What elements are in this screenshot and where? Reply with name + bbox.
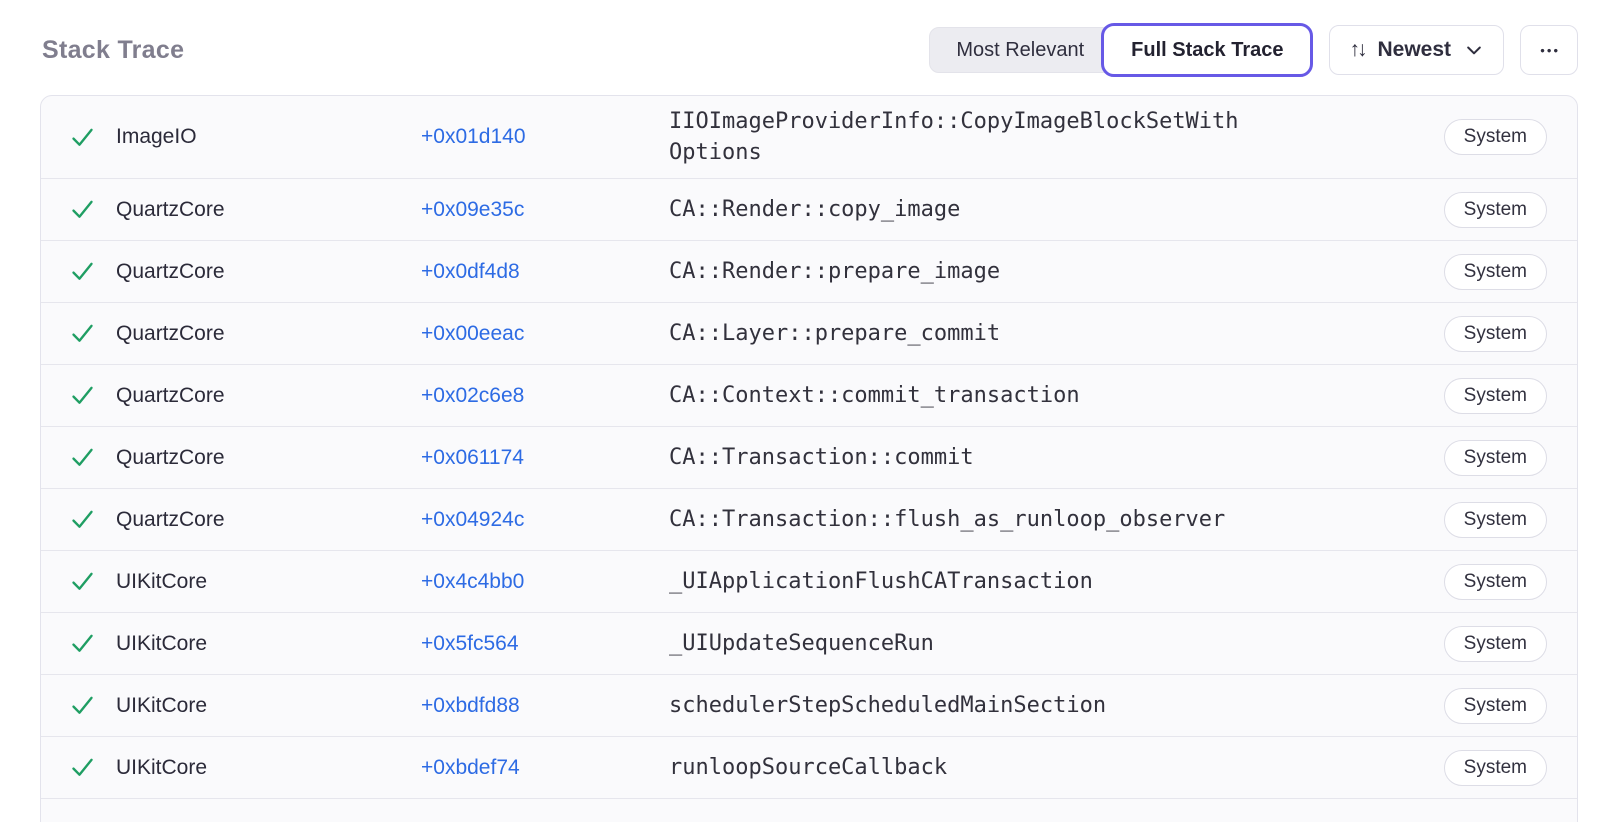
table-row: QuartzCore +0x061174 CA::Transaction::co… bbox=[41, 427, 1577, 489]
check-icon bbox=[69, 382, 116, 409]
system-badge: System bbox=[1443, 749, 1547, 786]
table-row: QuartzCore +0x02c6e8 CA::Context::commit… bbox=[41, 365, 1577, 427]
stack-trace-table: ImageIO +0x01d140 IIOImageProviderInfo::… bbox=[40, 95, 1578, 822]
table-row: ImageIO +0x01d140 IIOImageProviderInfo::… bbox=[41, 96, 1577, 179]
offset-link[interactable]: +0x02c6e8 bbox=[421, 383, 525, 407]
sort-button-label: Newest bbox=[1377, 38, 1451, 61]
library-name: UIKitCore bbox=[116, 631, 208, 655]
function-name: schedulerStepScheduledMainSection bbox=[669, 693, 1107, 718]
offset-link[interactable]: +0x0df4d8 bbox=[421, 259, 520, 283]
check-icon bbox=[69, 444, 116, 471]
ellipsis-icon: ●●● bbox=[1540, 45, 1561, 55]
stack-trace-header: Stack Trace Most Relevant Full Stack Tra… bbox=[42, 22, 1578, 78]
table-row: UIKitCore +0x4c4bb0 _UIApplicationFlushC… bbox=[41, 551, 1577, 613]
header-controls: Most Relevant Full Stack Trace ↑↓ Newest… bbox=[929, 23, 1578, 77]
library-name: QuartzCore bbox=[116, 197, 225, 221]
library-name: UIKitCore bbox=[116, 693, 208, 717]
function-name: IIOImageProviderInfo::CopyImageBlockSetW… bbox=[669, 109, 1239, 165]
function-name: CA::Transaction::flush_as_runloop_observ… bbox=[669, 507, 1226, 532]
offset-link[interactable]: +0x04924c bbox=[421, 507, 525, 531]
table-row: UIKitCore +0x5fc564 _UIUpdateSequenceRun… bbox=[41, 613, 1577, 675]
system-badge: System bbox=[1443, 501, 1547, 538]
table-row: QuartzCore +0x00eeac CA::Layer::prepare_… bbox=[41, 303, 1577, 365]
system-badge: System bbox=[1443, 563, 1547, 600]
offset-link[interactable]: +0x5fc564 bbox=[421, 631, 519, 655]
function-name: _UIUpdateSequenceRun bbox=[669, 631, 934, 656]
function-name: CA::Context::commit_transaction bbox=[669, 383, 1080, 408]
library-name: UIKitCore bbox=[116, 755, 208, 779]
library-name: QuartzCore bbox=[116, 383, 225, 407]
offset-link[interactable]: +0x4c4bb0 bbox=[421, 569, 525, 593]
check-icon bbox=[69, 754, 116, 781]
sort-button[interactable]: ↑↓ Newest bbox=[1329, 25, 1504, 75]
system-badge: System bbox=[1443, 439, 1547, 476]
table-row: QuartzCore +0x09e35c CA::Render::copy_im… bbox=[41, 179, 1577, 241]
function-name: CA::Render::copy_image bbox=[669, 197, 961, 222]
table-row: UIKitCore +0xbdfd88 schedulerStepSchedul… bbox=[41, 675, 1577, 737]
library-name: UIKitCore bbox=[116, 569, 208, 593]
offset-link[interactable]: +0x061174 bbox=[421, 445, 524, 469]
system-badge: System bbox=[1443, 191, 1547, 228]
table-row: UIKitCore +0xbdef74 runloopSourceCallbac… bbox=[41, 737, 1577, 799]
library-name: QuartzCore bbox=[116, 507, 225, 531]
chevron-down-icon bbox=[1464, 40, 1484, 60]
function-name: CA::Layer::prepare_commit bbox=[669, 321, 1001, 346]
system-badge: System bbox=[1443, 377, 1547, 414]
system-badge: System bbox=[1443, 625, 1547, 662]
offset-link[interactable]: +0xbdef74 bbox=[421, 755, 520, 779]
table-row: QuartzCore +0x0df4d8 CA::Render::prepare… bbox=[41, 241, 1577, 303]
library-name: ImageIO bbox=[116, 125, 197, 148]
check-icon bbox=[69, 506, 116, 533]
view-toggle: Most Relevant Full Stack Trace bbox=[929, 23, 1314, 77]
function-name: CA::Render::prepare_image bbox=[669, 259, 1001, 284]
most-relevant-button[interactable]: Most Relevant bbox=[929, 27, 1126, 73]
check-icon bbox=[69, 258, 116, 285]
check-icon bbox=[69, 124, 116, 151]
library-name: QuartzCore bbox=[116, 259, 225, 283]
check-icon bbox=[69, 320, 116, 347]
library-name: QuartzCore bbox=[116, 445, 225, 469]
system-badge: System bbox=[1443, 687, 1547, 724]
library-name: QuartzCore bbox=[116, 321, 225, 345]
check-icon bbox=[69, 692, 116, 719]
full-stack-trace-button[interactable]: Full Stack Trace bbox=[1101, 23, 1314, 77]
sort-arrows-icon: ↑↓ bbox=[1349, 38, 1367, 61]
offset-link[interactable]: +0x09e35c bbox=[421, 197, 525, 221]
system-badge: System bbox=[1443, 315, 1547, 352]
check-icon bbox=[69, 196, 116, 223]
function-name: CA::Transaction::commit bbox=[669, 445, 974, 470]
more-options-button[interactable]: ●●● bbox=[1520, 25, 1578, 75]
check-icon bbox=[69, 568, 116, 595]
table-row: QuartzCore +0x04924c CA::Transaction::fl… bbox=[41, 489, 1577, 551]
offset-link[interactable]: +0x00eeac bbox=[421, 321, 525, 345]
system-badge: System bbox=[1443, 119, 1547, 155]
table-row-partial bbox=[41, 799, 1577, 822]
system-badge: System bbox=[1443, 253, 1547, 290]
function-name: _UIApplicationFlushCATransaction bbox=[669, 569, 1093, 594]
function-name: runloopSourceCallback bbox=[669, 755, 948, 780]
check-icon bbox=[69, 630, 116, 657]
page-title: Stack Trace bbox=[42, 35, 185, 64]
offset-link[interactable]: +0xbdfd88 bbox=[421, 693, 520, 717]
offset-link[interactable]: +0x01d140 bbox=[421, 125, 526, 148]
